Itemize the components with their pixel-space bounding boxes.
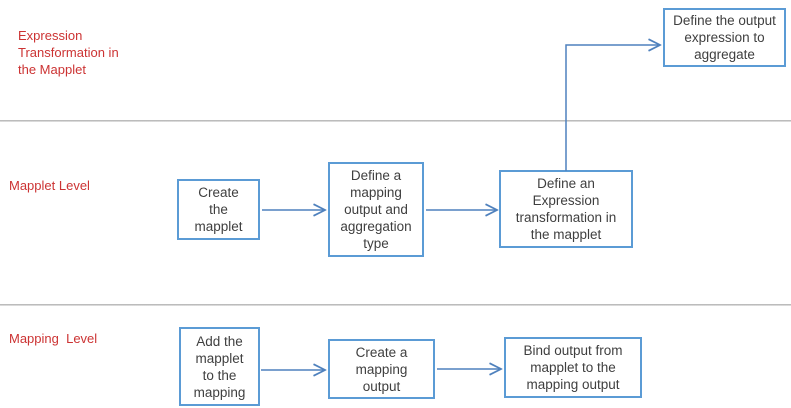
lane-label-mapplet-level: Mapplet Level — [9, 178, 90, 193]
node-define-output-expression: Define the output expression to aggregat… — [663, 8, 786, 67]
node-define-mapping-output-aggregation: Define a mapping output and aggregation … — [328, 162, 424, 257]
lane-divider-top — [0, 120, 791, 122]
lane-label-expression-transformation: Expression Transformation in the Mapplet — [18, 28, 119, 77]
node-add-mapplet-to-mapping: Add the mapplet to the mapping — [179, 327, 260, 406]
node-bind-output: Bind output from mapplet to the mapping … — [504, 337, 642, 398]
arrow-define-expression-to-define-output-expression — [565, 45, 659, 171]
lane-label-mapping-level: Mapping Level — [9, 331, 98, 346]
node-define-expression-transformation: Define an Expression transformation in t… — [499, 170, 633, 248]
lane-divider-bottom — [0, 304, 791, 306]
node-create-the-mapplet: Create the mapplet — [177, 179, 260, 240]
node-create-mapping-output: Create a mapping output — [328, 339, 435, 399]
